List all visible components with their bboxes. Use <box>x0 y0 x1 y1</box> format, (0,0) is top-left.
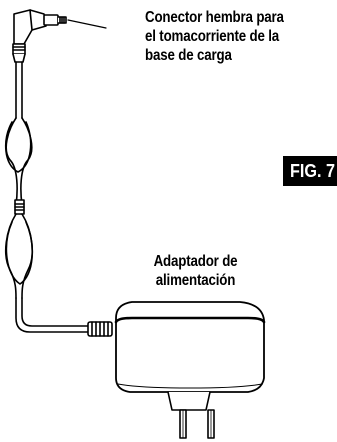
connector-callout-line-1: Conector hembra para <box>145 9 284 26</box>
connector-callout-line-3: base de carga <box>145 47 232 64</box>
connector-leader-line <box>67 19 107 29</box>
strain-relief <box>87 321 113 337</box>
adapter-callout-line-1: Adaptador de <box>153 253 238 270</box>
barrel-plug <box>12 9 67 63</box>
figure-badge <box>283 156 337 186</box>
adapter-callout-line-2: alimentación <box>155 272 236 289</box>
adapter-body <box>114 301 266 439</box>
connector-callout-line-2: el tomacorriente de la <box>145 28 280 45</box>
figure-label: FIG. 7 <box>290 161 336 181</box>
adapter-callout: Adaptador de alimentación <box>131 252 260 290</box>
power-cable <box>4 61 89 333</box>
connector-callout: Conector hembra para el tomacorriente de… <box>145 8 284 65</box>
